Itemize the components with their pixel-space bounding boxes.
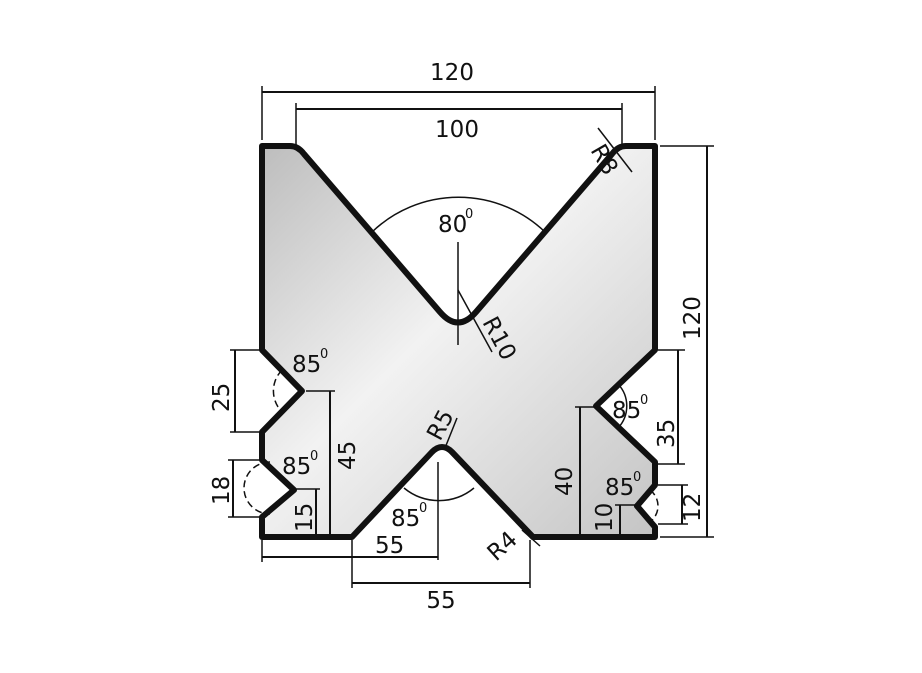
label-left-upper-v-angle: 85 — [292, 352, 321, 378]
label-left-lower-v-angle: 85 — [282, 454, 311, 480]
label-left-lower-v-height: 18 — [209, 476, 235, 505]
label-bottom-left-offset: 55 — [375, 533, 404, 559]
label-left-lower-v-depth: 15 — [292, 503, 318, 532]
dimension-overall-height: 120 — [660, 145, 714, 538]
degree-symbol: 0 — [640, 393, 648, 408]
label-main-v-angle: 80 — [438, 212, 467, 238]
label-top-opening: 100 — [435, 117, 479, 143]
dimension-right-upper-v: 35 85 0 40 — [552, 349, 685, 537]
dimension-left-upper-v: 25 85 0 45 — [209, 347, 361, 537]
label-right-lower-v-depth: 10 — [592, 503, 618, 532]
degree-symbol: 0 — [465, 207, 473, 222]
degree-symbol: 0 — [633, 470, 641, 485]
dimension-top-opening: 100 — [295, 103, 623, 146]
label-overall-width: 120 — [430, 60, 474, 86]
label-bottom-corner-radius: R4 — [483, 527, 523, 567]
label-bottom-v-width: 55 — [426, 588, 455, 614]
label-right-upper-v-height: 35 — [654, 419, 680, 448]
label-left-upper-v-depth: 45 — [335, 441, 361, 470]
label-left-upper-v-height: 25 — [209, 383, 235, 412]
label-right-lower-v-height: 12 — [680, 493, 706, 522]
label-overall-height: 120 — [680, 296, 706, 340]
dimension-overall-width: 120 — [261, 60, 656, 140]
dimension-right-lower-v: 12 85 0 10 — [592, 470, 706, 537]
degree-symbol: 0 — [419, 501, 427, 516]
degree-symbol: 0 — [320, 347, 328, 362]
label-bottom-v-angle: 85 — [391, 506, 420, 532]
dimension-left-lower-v: 18 85 0 15 — [209, 449, 320, 537]
label-right-upper-v-depth: 40 — [552, 467, 578, 496]
degree-symbol: 0 — [310, 449, 318, 464]
label-right-upper-v-angle: 85 — [612, 398, 641, 424]
label-right-lower-v-angle: 85 — [605, 475, 634, 501]
